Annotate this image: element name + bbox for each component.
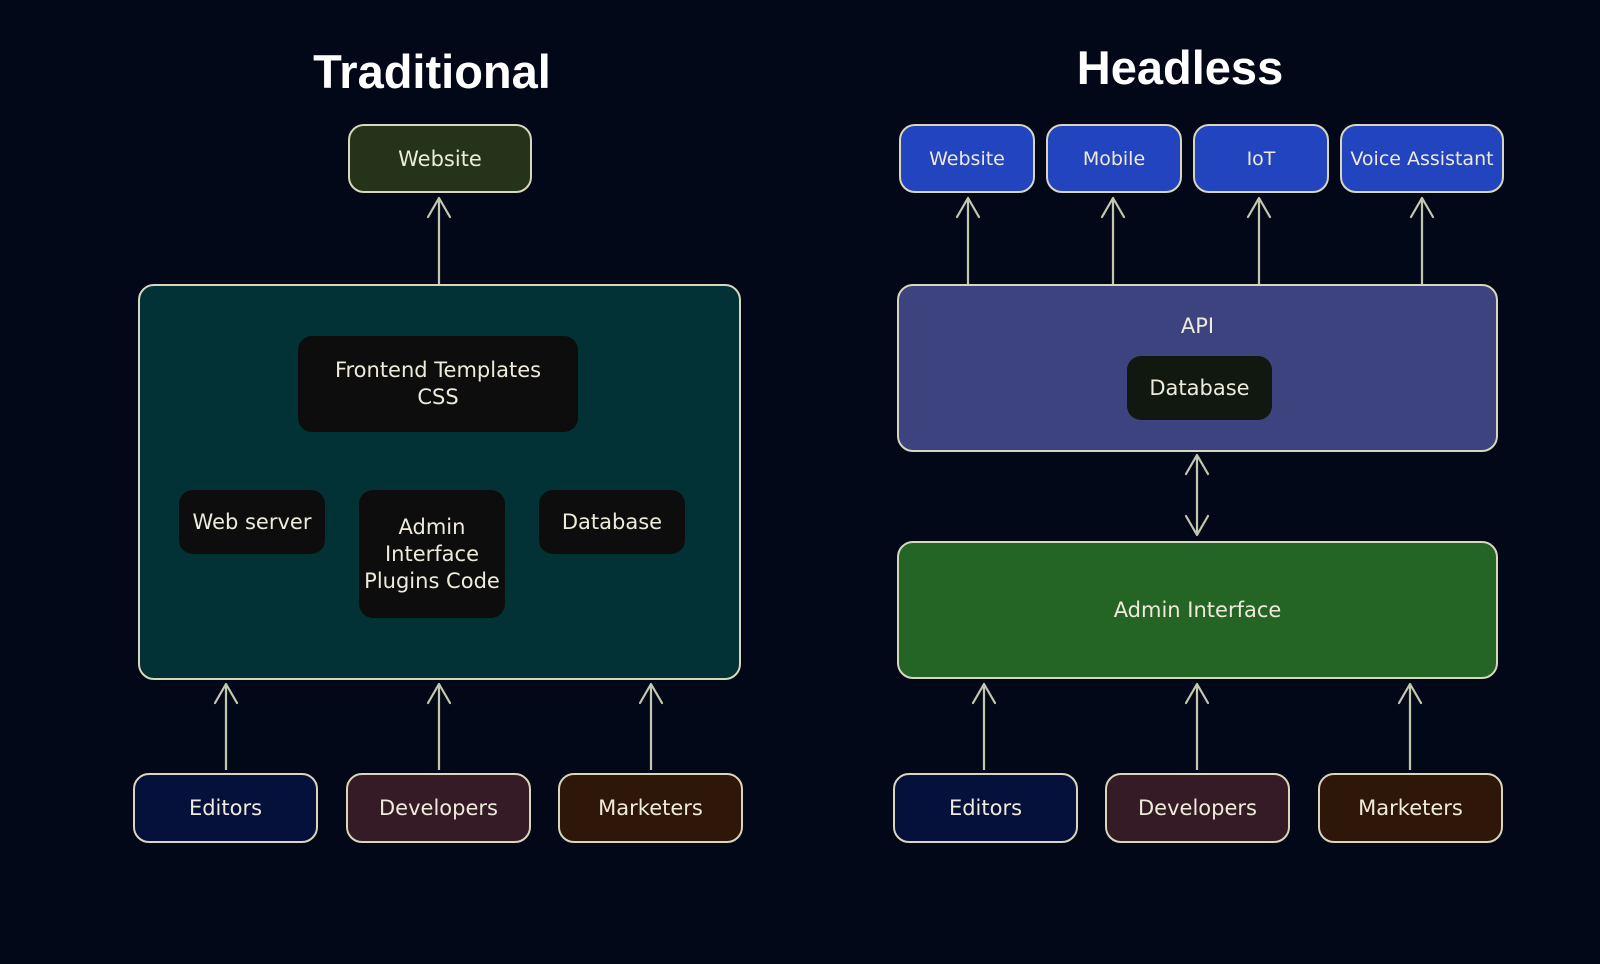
headless-editors-node: Editors — [893, 773, 1078, 843]
traditional-editors-node: Editors — [133, 773, 318, 843]
web-server-label: Web server — [192, 509, 312, 534]
headless-database-label: Database — [1149, 375, 1250, 400]
arrowhead — [426, 196, 452, 219]
arrowhead — [1184, 682, 1210, 705]
arrowhead — [638, 682, 664, 705]
headless-database-node: Database — [1127, 356, 1272, 420]
headless-iot-label: IoT — [1246, 147, 1276, 170]
headless-developers-label: Developers — [1138, 796, 1257, 820]
frontend-templates-label: Frontend Templates CSS — [334, 358, 542, 409]
traditional-marketers-node: Marketers — [558, 773, 743, 843]
headless-website-node: Website — [899, 124, 1035, 193]
headless-iot-node: IoT — [1193, 124, 1329, 193]
traditional-developers-node: Developers — [346, 773, 531, 843]
arrowhead — [971, 682, 997, 705]
headless-editors-label: Editors — [948, 796, 1023, 820]
traditional-developers-label: Developers — [379, 796, 498, 820]
headless-admin-interface-label: Admin Interface — [1113, 598, 1282, 622]
headless-mobile-node: Mobile — [1046, 124, 1182, 193]
traditional-database-node: Database — [539, 490, 685, 554]
arrowhead — [1409, 196, 1435, 219]
headless-website-label: Website — [929, 147, 1005, 170]
traditional-marketers-label: Marketers — [598, 796, 703, 820]
headless-voice-assistant-label: Voice Assistant — [1350, 147, 1494, 170]
frontend-templates-node: Frontend Templates CSS — [298, 336, 578, 432]
headless-developers-node: Developers — [1105, 773, 1290, 843]
traditional-website-node: Website — [348, 124, 532, 193]
headless-admin-interface-node: Admin Interface — [897, 541, 1498, 679]
admin-plugins-node: Admin Interface Plugins Code — [359, 490, 505, 618]
traditional-editors-label: Editors — [188, 796, 263, 820]
traditional-website-label: Website — [398, 146, 482, 171]
arrowhead — [1397, 682, 1423, 705]
headless-mobile-label: Mobile — [1082, 147, 1146, 170]
arrowhead — [1100, 196, 1126, 219]
arrowhead — [213, 682, 239, 705]
headless-title: Headless — [1076, 41, 1284, 94]
api-label: API — [1180, 314, 1215, 338]
headless-marketers-node: Marketers — [1318, 773, 1503, 843]
arrowhead — [426, 682, 452, 705]
traditional-title: Traditional — [313, 45, 551, 98]
arrowhead — [1184, 514, 1210, 537]
arrowhead — [955, 196, 981, 219]
headless-marketers-label: Marketers — [1358, 796, 1463, 820]
traditional-database-label: Database — [561, 509, 663, 534]
arrowhead — [1246, 196, 1272, 219]
arrowhead — [1184, 453, 1210, 476]
web-server-node: Web server — [179, 490, 325, 554]
headless-voice-assistant-node: Voice Assistant — [1340, 124, 1504, 193]
admin-plugins-label: Admin Interface Plugins Code — [364, 514, 500, 593]
